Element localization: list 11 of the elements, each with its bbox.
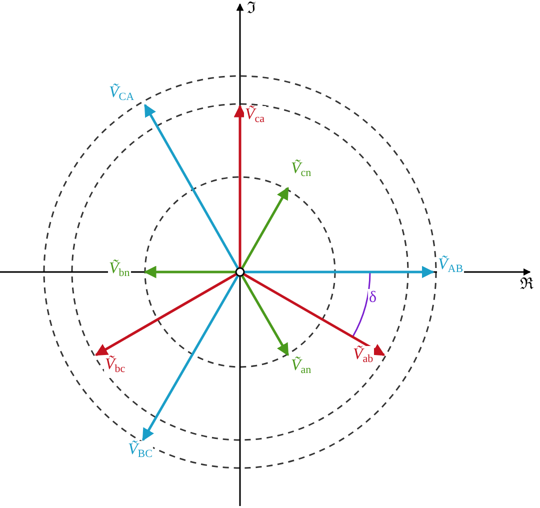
phasor-arrow	[244, 266, 434, 278]
phasor-label: Ṽ$_{bc}$	[104, 356, 126, 378]
phasor-arrow	[240, 186, 290, 270]
phasor-arrow	[144, 266, 236, 278]
phasor-arrow	[94, 272, 238, 356]
origin-circle	[235, 267, 245, 277]
phasor-arrow	[234, 104, 246, 268]
phasor-arrow	[142, 274, 240, 442]
phasor-arrow	[240, 274, 290, 356]
phasor-arrow	[242, 272, 386, 356]
phasor-arrow	[144, 104, 240, 270]
